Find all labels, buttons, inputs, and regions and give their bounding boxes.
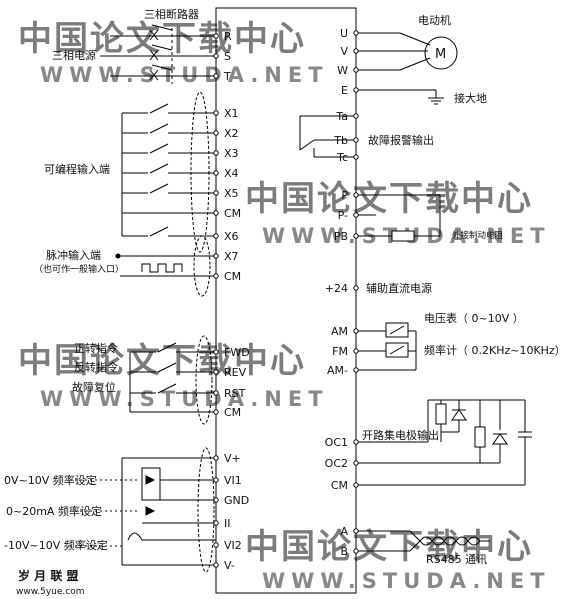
fault-relay	[299, 115, 356, 158]
pulse-note-label: （也可作一般输入口）	[34, 263, 124, 275]
command-inputs	[129, 335, 216, 425]
meter-outputs	[356, 322, 417, 371]
aux-power-label: 辅助直流电源	[366, 281, 432, 295]
terminal-x6: X6	[224, 230, 239, 243]
terminal-cm: CM	[224, 270, 241, 283]
terminal-tb: Tb	[333, 134, 348, 147]
reset-label: 故障复位	[72, 380, 116, 394]
terminal-am: AM	[331, 325, 348, 338]
rev-label: 反转指令	[74, 360, 118, 374]
terminal-plus24: +24	[325, 282, 348, 295]
terminal-cm: CM	[224, 406, 241, 419]
terminal-x7: X7	[224, 250, 239, 263]
pulse-input-label: 脉冲输入端	[46, 248, 101, 262]
watermark-layer: 中国论文下载中心 WWW.STUDA.NET 中国论文下载中心 WWW.STUD…	[18, 19, 551, 593]
terminal-gnd: GND	[224, 494, 249, 507]
logo-cn: 岁 月 联 盟	[18, 568, 79, 583]
terminal-vi1: VI1	[224, 474, 242, 487]
terminal-oc1: OC1	[325, 436, 348, 449]
inverter-body	[215, 7, 357, 594]
terminal-rst: RST	[224, 387, 246, 400]
terminal-s: S	[224, 50, 231, 63]
terminal-tc: Tc	[336, 151, 348, 164]
freq-bi-label: -10V~10V 频率设定	[4, 538, 108, 552]
fault-out-label: 故障报警输出	[368, 133, 434, 147]
ground-label: 接大地	[454, 91, 487, 105]
motor-output	[356, 32, 458, 105]
right-descriptions: 电动机 M 接大地 故障报警输出 外接制动电阻 辅助直流电源 电压表（ 0~10…	[362, 13, 566, 566]
terminal-fm: FM	[332, 345, 348, 358]
terminal-ta: Ta	[335, 110, 348, 123]
terminal-x2: X2	[224, 127, 239, 140]
freq-i-label: 0~20mA 频率设定	[6, 504, 102, 518]
terminal-pb: PB	[334, 230, 348, 243]
breaker-label: 三相断路器	[144, 7, 199, 21]
rs485-label: RS485 通讯	[426, 553, 487, 566]
left-terminal-labels: R S T X1 X2 X3 X4 X5 CM X6 X7 CM FWD REV…	[223, 30, 250, 572]
terminal-ii: II	[224, 517, 231, 530]
brake-resistor	[356, 194, 441, 242]
motor-symbol: M	[435, 47, 446, 62]
site-logo: 岁 月 联 盟 www.5yue.com	[16, 568, 85, 597]
terminal-t: T	[223, 70, 231, 83]
terminal-vi2: VI2	[224, 539, 242, 552]
watermark-cn: 中国论文下载中心	[245, 179, 533, 219]
watermark-cn: 中国论文下载中心	[245, 527, 533, 567]
terminal-fwd: FWD	[224, 346, 250, 359]
terminal-x3: X3	[224, 147, 239, 160]
watermark-en: WWW.STUDA.NET	[40, 387, 329, 411]
breaker-contacts	[149, 24, 173, 84]
terminal-v: V	[340, 45, 348, 58]
watermark-cn: 中国论文下载中心	[18, 19, 306, 59]
terminal-dots	[213, 30, 359, 568]
terminal-e: E	[341, 84, 348, 97]
freq-v-label: 0V~10V 频率设定	[4, 473, 97, 487]
open-collector-outputs	[356, 399, 532, 486]
rs485-link	[356, 530, 490, 552]
terminal-am-minus: AM-	[327, 364, 348, 377]
power-label: 三相电源	[52, 48, 96, 62]
terminal-a: A	[340, 525, 348, 538]
terminal-p-minus: P-	[338, 209, 348, 222]
prog-input-switches	[121, 91, 216, 253]
terminal-x1: X1	[224, 107, 239, 120]
terminal-v-minus: V-	[224, 559, 235, 572]
terminal-r: R	[224, 30, 232, 43]
brake-res-label: 外接制动电阻	[452, 230, 504, 241]
right-terminal-labels: U V W E Ta Tb Tc P P- PB +24 AM FM AM- O…	[325, 27, 349, 558]
fwd-label: 正转指令	[74, 341, 118, 355]
motor-label: 电动机	[418, 13, 451, 27]
prog-input-label: 可编程输入端	[44, 162, 110, 176]
terminal-w: W	[337, 64, 348, 77]
left-descriptions: 三相断路器 三相电源 可编程输入端 脉冲输入端 （也可作一般输入口） 正转指令 …	[4, 7, 199, 552]
watermark-en: WWW.STUDA.NET	[262, 569, 551, 593]
terminal-p: P	[341, 189, 348, 202]
watermark-cn: 中国论文下载中心	[18, 341, 306, 381]
terminal-b: B	[340, 545, 348, 558]
terminal-rev: REV	[224, 366, 247, 379]
terminal-cm: CM	[224, 207, 241, 220]
terminal-oc2: OC2	[325, 457, 348, 470]
terminal-x5: X5	[224, 187, 239, 200]
terminal-x4: X4	[224, 167, 239, 180]
pulse-input	[115, 235, 216, 297]
terminal-cm: CM	[331, 479, 348, 492]
watermark-en: WWW.STUDA.NET	[40, 63, 329, 87]
terminal-u: U	[340, 27, 348, 40]
voltmeter-label: 电压表（ 0~10V ）	[424, 311, 524, 325]
open-collector-label: 开路集电极输出	[362, 428, 439, 442]
terminal-v-plus: V+	[224, 452, 241, 465]
freqmeter-label: 频率计（ 0.2KHz~10KHz）	[424, 343, 566, 357]
logo-url: www.5yue.com	[16, 587, 85, 597]
